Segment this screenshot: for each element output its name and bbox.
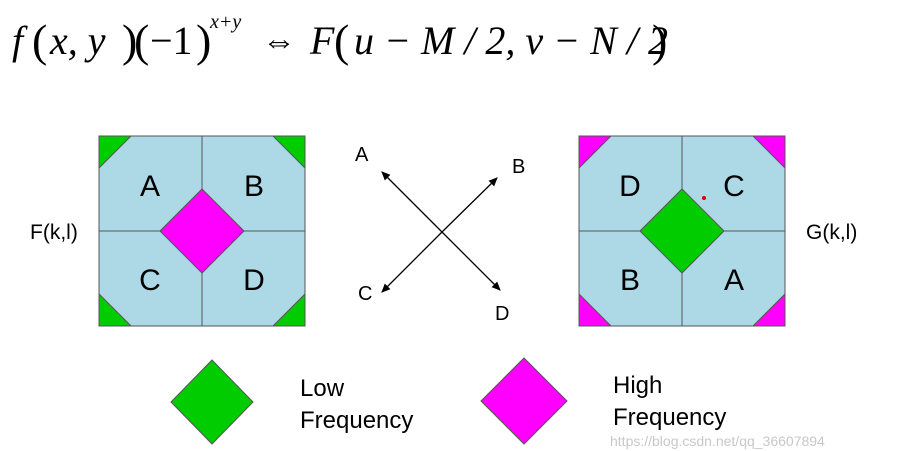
right-corner-bottom-right (751, 292, 786, 327)
legend-high-frequency-swatch (480, 357, 568, 445)
arrow-to-c (381, 231, 443, 293)
legend-low-line1: Low (300, 375, 345, 402)
right-grid: D C B A (578, 135, 786, 327)
swap-arrows: A B C D (355, 144, 525, 325)
left-quadrant-label-2: B (244, 170, 264, 203)
cursor-dot (702, 196, 706, 200)
legend-high-line2: Frequency (613, 404, 726, 431)
formula-exponent: x+y (209, 11, 241, 33)
formula-xy: x, y (49, 18, 106, 63)
legend: Low Frequency High Frequency (170, 357, 726, 445)
left-corner-top-left (98, 135, 133, 170)
formula-F: F (309, 18, 335, 63)
right-function-label: G(k,l) (806, 221, 857, 244)
arrow-to-a (381, 171, 443, 233)
formula-args-paren-open: ( (334, 15, 349, 66)
right-corner-top-right (751, 135, 786, 170)
formula-neg-one: −1 (150, 18, 193, 63)
arrow-label-a: A (355, 144, 369, 166)
legend-low-frequency-swatch (170, 359, 254, 445)
arrow-label-d: D (495, 303, 509, 325)
formula-neg-paren-open: ( (134, 15, 149, 66)
arrow-label-c: C (358, 283, 372, 305)
arrow-label-b: B (512, 156, 525, 178)
formula-paren-close: ) (122, 15, 137, 66)
left-center-diamond (159, 188, 245, 274)
right-quadrant-label-2: C (723, 170, 745, 203)
legend-high-line1: High (613, 372, 662, 399)
right-quadrant-label-3: B (620, 264, 640, 297)
arrow-to-d (441, 231, 501, 291)
right-quadrant-label-4: A (724, 264, 744, 297)
left-quadrant-label-1: A (140, 170, 160, 203)
watermark: https://blog.csdn.net/qq_36607894 (610, 433, 825, 449)
left-corner-top-right (271, 135, 306, 170)
formula-paren-open: ( (32, 15, 47, 66)
formula-args-paren-close: ) (652, 15, 667, 66)
arrow-to-b (441, 177, 498, 233)
right-corner-bottom-left (578, 292, 613, 327)
formula-equivalence: ⇔ (262, 23, 296, 60)
left-function-label: F(k,l) (30, 221, 78, 244)
left-grid: A B C D (98, 135, 306, 327)
left-quadrant-label-4: D (243, 264, 265, 297)
formula-neg-paren-close: ) (196, 15, 211, 66)
right-center-diamond (639, 188, 725, 274)
legend-low-line2: Frequency (300, 407, 413, 434)
left-corner-bottom-right (271, 292, 306, 327)
formula-args: u − M / 2, v − N / 2 (354, 18, 668, 63)
fftshift-formula: f ( x, y ) ( −1 ) x+y ⇔ F ( u − M / 2, v… (12, 11, 668, 66)
left-corner-bottom-left (98, 292, 133, 327)
right-quadrant-label-1: D (619, 170, 641, 203)
right-corner-top-left (578, 135, 613, 170)
left-quadrant-label-3: C (139, 264, 161, 297)
